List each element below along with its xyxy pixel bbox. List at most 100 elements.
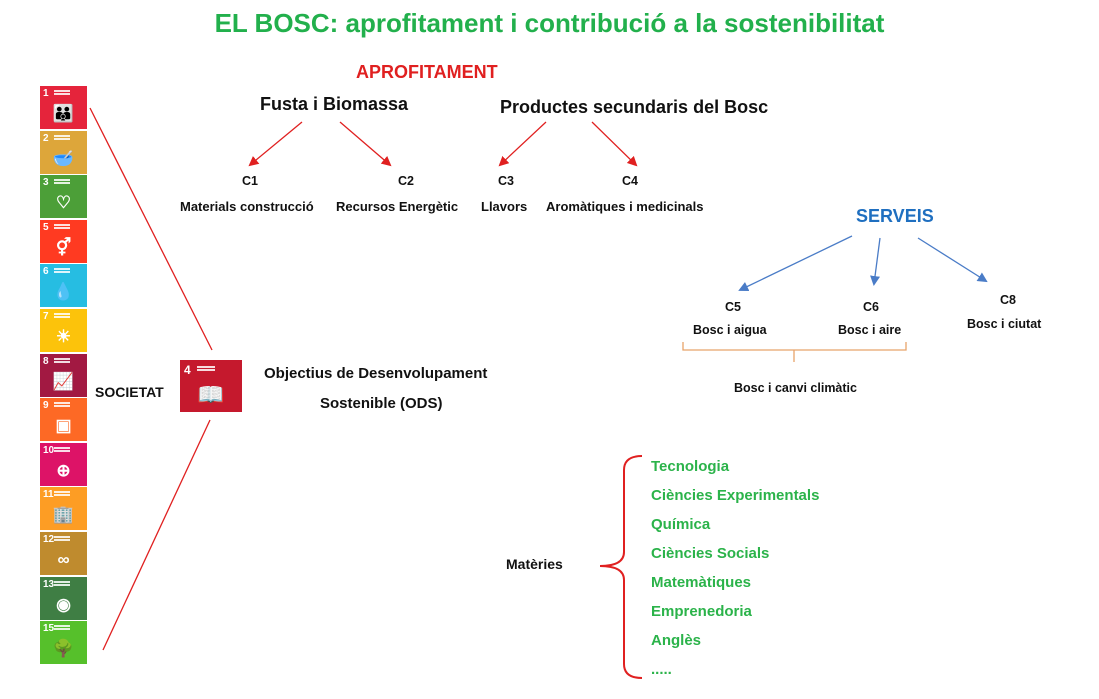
subject-matematiques: Matemàtiques xyxy=(651,574,752,591)
label-recursos-energetic: Recursos Energètic xyxy=(336,199,459,214)
materies-brace xyxy=(599,455,643,679)
label-bosc-aigua: Bosc i aigua xyxy=(693,323,767,337)
sdg-goal-13: 13◉ xyxy=(40,576,87,620)
label-aromatiques-medicinals: Aromàtiques i medicinals xyxy=(546,199,704,214)
group-fusta-biomassa: Fusta i Biomassa xyxy=(260,94,409,114)
code-c5: C5 xyxy=(725,300,741,314)
subject-tecnologia: Tecnologia xyxy=(651,458,730,475)
sdg-goal-number: 1 xyxy=(43,88,49,99)
sdg-goal-number: 15 xyxy=(43,623,55,635)
sdg-goal-6: 6💧 xyxy=(40,264,87,308)
sdg-goal-title-lines xyxy=(54,402,70,405)
label-bosc-aire: Bosc i aire xyxy=(838,323,902,337)
sdg-goal-2: 2🥣 xyxy=(40,130,87,174)
sdg-goal-title-lines xyxy=(54,625,70,628)
sdg-goal-7: 7☀ xyxy=(40,309,87,352)
sdg-goal-title-lines xyxy=(54,90,70,92)
infinity-icon: ∞ xyxy=(57,550,70,569)
sdg-goal-4-number: 4 xyxy=(184,363,191,377)
sdg-goal-title-lines xyxy=(54,580,70,583)
sdg-goal-number: 6 xyxy=(43,266,49,278)
eye-globe-icon: ◉ xyxy=(56,594,71,614)
arrow-to-c1 xyxy=(248,121,303,167)
arrow-to-c4 xyxy=(591,121,638,167)
sdg-goal-8: 8📈 xyxy=(40,353,87,397)
sdg-goal-title-lines xyxy=(54,179,70,182)
heartbeat-icon: ♡ xyxy=(55,193,72,213)
sdg-goal-title-lines xyxy=(54,134,70,137)
water-drop-icon: 💧 xyxy=(52,282,75,302)
gender-icon: ⚥ xyxy=(55,237,72,257)
sun-icon: ☀ xyxy=(55,327,72,346)
sdg-goal-number: 2 xyxy=(43,132,49,144)
sdg-goal-10: 10⊕ xyxy=(40,442,87,486)
sdg-goal-15: 15 🌳 xyxy=(40,621,87,665)
aprofitament-heading: APROFITAMENT xyxy=(356,62,498,82)
sdg-goal-number: 10 xyxy=(43,444,55,456)
sdg-goal-title-lines xyxy=(54,446,70,449)
growth-chart-icon: 📈 xyxy=(52,371,75,391)
sdg-goal-number: 8 xyxy=(43,355,49,367)
code-c6: C6 xyxy=(863,300,879,314)
sdg-goal-9: 9▣ xyxy=(40,398,87,442)
subject-ciencies-socials: Ciències Socials xyxy=(651,545,770,562)
sdg-goal-title-lines xyxy=(54,536,70,538)
arrow-to-c6 xyxy=(870,237,881,286)
subject-quimica: Química xyxy=(651,516,711,533)
book-icon: 📖 xyxy=(197,382,225,407)
label-bosc-canvi-climatic: Bosc i canvi climàtic xyxy=(734,381,857,395)
people-icon: 👪 xyxy=(52,104,75,123)
group-productes-secundaris: Productes secundaris del Bosc xyxy=(500,97,769,117)
sdg-goal-title-lines xyxy=(54,223,70,226)
code-c3: C3 xyxy=(498,174,514,188)
sdg-goal-number: 5 xyxy=(43,221,49,233)
code-c1: C1 xyxy=(242,174,258,188)
sdg-goal-number: 7 xyxy=(43,311,49,322)
climate-bracket xyxy=(682,342,907,362)
code-c4: C4 xyxy=(622,174,638,188)
societat-line-top xyxy=(89,107,213,351)
sdg-goal-number: 11 xyxy=(43,489,54,501)
materies-label: Matèries xyxy=(506,556,563,572)
sdg-goal-3: 3♡ xyxy=(40,175,87,219)
ods-line-1: Objectius de Desenvolupament xyxy=(264,365,488,382)
arrow-to-c5 xyxy=(738,235,853,292)
sdg-goal-number: 3 xyxy=(43,177,49,189)
ods-line-2: Sostenible (ODS) xyxy=(320,395,443,412)
sdg-goal-number: 12 xyxy=(43,534,55,545)
equality-icon: ⊕ xyxy=(56,460,71,480)
label-materials-construccio: Materials construcció xyxy=(180,199,314,214)
sdg-goal-number: 9 xyxy=(43,400,49,412)
sdg-goal-12: 12∞ xyxy=(40,532,87,575)
sdg-goal-4: 4 📖 xyxy=(180,360,242,412)
arrow-to-c2 xyxy=(339,121,392,167)
subject-angles: Anglès xyxy=(651,632,702,649)
tree-icon: 🌳 xyxy=(52,639,75,659)
label-llavors: Llavors xyxy=(481,199,528,214)
sdg-goal-title-lines xyxy=(54,268,70,271)
sdg-goal-title-lines xyxy=(54,313,70,315)
page-title: EL BOSC: aprofitament i contribució a la… xyxy=(214,8,885,38)
sdg-goal-title-lines xyxy=(54,357,70,360)
subject-emprenedoria: Emprenedoria xyxy=(651,603,752,620)
code-c2: C2 xyxy=(398,174,414,188)
arrow-to-c3 xyxy=(498,121,547,167)
city-icon: 🏢 xyxy=(52,505,75,525)
sdg-goal-4-title-lines xyxy=(197,366,215,368)
sdg-goal-1: 1👪 xyxy=(40,86,87,129)
sdg-goal-number: 13 xyxy=(43,578,55,590)
societat-label: SOCIETAT xyxy=(95,384,164,400)
cubes-icon: ▣ xyxy=(55,416,72,436)
code-c8: C8 xyxy=(1000,293,1016,307)
subject-more: ..... xyxy=(651,661,672,678)
label-bosc-ciutat: Bosc i ciutat xyxy=(967,317,1042,331)
subject-ciencies-experimentals: Ciències Experimentals xyxy=(651,487,820,504)
sdg-goal-5: 5⚥ xyxy=(40,219,87,263)
sdg-goal-11: 11 🏢 xyxy=(40,487,87,531)
sdg-goal-title-lines xyxy=(54,491,70,494)
societat-line-bottom xyxy=(102,419,211,651)
bowl-icon: 🥣 xyxy=(52,148,75,168)
arrow-to-c8 xyxy=(917,237,988,283)
serveis-heading: SERVEIS xyxy=(856,206,934,226)
